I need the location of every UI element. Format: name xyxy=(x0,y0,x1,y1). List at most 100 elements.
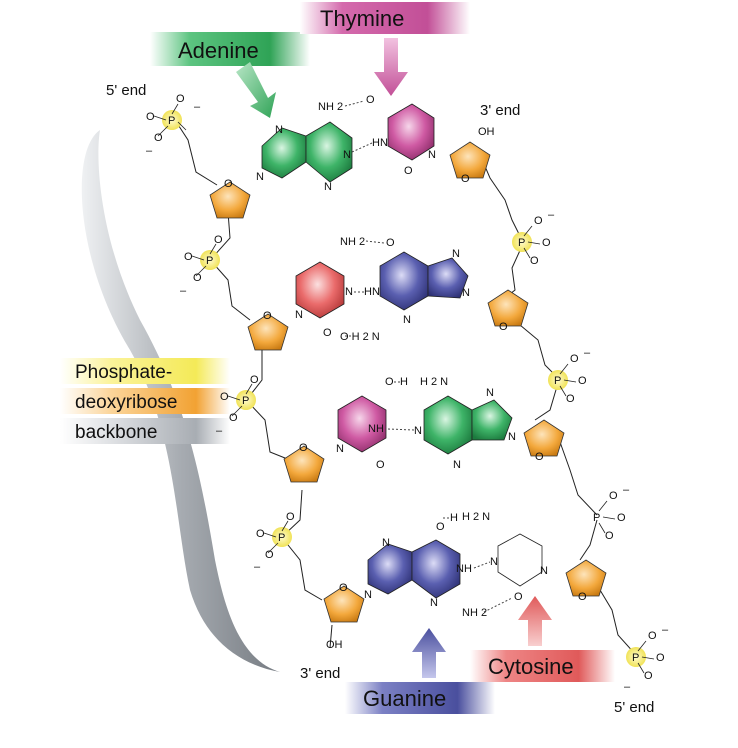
svg-text:–: – xyxy=(548,209,555,221)
phosphate-2: P xyxy=(191,243,220,277)
sugar-5 xyxy=(449,141,491,179)
svg-text:–: – xyxy=(180,285,187,297)
adenine-arrow xyxy=(236,62,276,118)
svg-text:O: O xyxy=(609,490,618,502)
backbone-label-line1: Phosphate- xyxy=(75,362,172,383)
svg-text:–: – xyxy=(623,484,630,496)
svg-text:N: N xyxy=(345,286,353,298)
svg-text:O: O xyxy=(154,132,163,144)
guanine-label: Guanine xyxy=(363,686,446,711)
svg-text:H: H xyxy=(450,512,458,524)
svg-text:O: O xyxy=(578,375,587,387)
svg-text:N: N xyxy=(343,149,351,161)
backbone-label-band-1 xyxy=(60,358,230,384)
svg-text:O: O xyxy=(570,353,579,365)
svg-text:O: O xyxy=(229,412,238,424)
svg-text:O: O xyxy=(530,255,539,267)
thymine-label: Thymine xyxy=(320,6,404,31)
sugar-4 xyxy=(323,585,365,623)
sugar-o-2: O xyxy=(263,310,272,322)
svg-text:NH 2: NH 2 xyxy=(340,236,365,248)
svg-text:N: N xyxy=(428,149,436,161)
svg-text:O: O xyxy=(514,591,523,603)
svg-text:H: H xyxy=(400,376,408,388)
sugar-o-3: O xyxy=(299,442,308,454)
svg-text:N: N xyxy=(336,443,344,455)
phosphate-8: P xyxy=(626,640,655,674)
cytosine-arrow xyxy=(518,596,552,646)
sugar-o-8: O xyxy=(578,591,587,603)
svg-text:P: P xyxy=(632,652,639,664)
cytosine-label-bg xyxy=(470,650,615,682)
svg-text:P: P xyxy=(206,255,213,267)
svg-text:N: N xyxy=(414,425,422,437)
svg-text:O: O xyxy=(648,630,657,642)
phosphate-1: P xyxy=(153,103,187,137)
svg-text:O: O xyxy=(220,391,229,403)
adenine-2 xyxy=(423,395,513,455)
svg-text:NH: NH xyxy=(456,563,472,575)
svg-text:O: O xyxy=(323,327,332,339)
sugar-3 xyxy=(283,445,325,483)
end-label-bottom-left: 3' end xyxy=(300,665,340,682)
svg-text:O: O xyxy=(184,251,193,263)
svg-text:O: O xyxy=(436,521,445,533)
svg-text:O: O xyxy=(542,237,551,249)
guanine-arrow xyxy=(412,628,446,678)
sugar-oh-top: OH xyxy=(478,126,495,138)
svg-text:–: – xyxy=(194,101,201,113)
svg-text:O: O xyxy=(256,528,265,540)
svg-text:N: N xyxy=(382,537,390,549)
svg-text:P: P xyxy=(518,237,525,249)
sugar-o-6: O xyxy=(499,321,508,333)
svg-text:O: O xyxy=(265,549,274,561)
svg-text:–: – xyxy=(216,425,223,437)
svg-text:P: P xyxy=(278,532,285,544)
svg-text:O: O xyxy=(366,94,375,106)
thymine-2 xyxy=(337,395,387,453)
svg-text:O: O xyxy=(534,215,543,227)
thymine-arrow xyxy=(374,38,408,96)
svg-text:HN: HN xyxy=(364,286,380,298)
guanine-2 xyxy=(367,539,461,599)
svg-text:N: N xyxy=(486,387,494,399)
sugar-oxygens: O O O O O O O O OH OH xyxy=(224,126,587,651)
svg-text:O: O xyxy=(656,652,665,664)
svg-text:N: N xyxy=(364,589,372,601)
svg-text:P: P xyxy=(242,395,249,407)
svg-text:N: N xyxy=(490,556,498,568)
svg-text:O: O xyxy=(286,511,295,523)
sugar-o-7: O xyxy=(535,451,544,463)
svg-text:–: – xyxy=(662,624,669,636)
svg-text:O: O xyxy=(250,374,259,386)
svg-text:N: N xyxy=(452,248,460,260)
adenine-label-bg xyxy=(150,32,310,66)
svg-text:O H 2 N: O H 2 N xyxy=(340,331,380,343)
backbone-label-band-2 xyxy=(60,388,230,414)
svg-text:O: O xyxy=(386,237,395,249)
svg-text:N: N xyxy=(430,597,438,609)
thymine-label-bg xyxy=(300,2,470,34)
phosphate-3: P xyxy=(227,383,256,417)
cytosine-label: Cytosine xyxy=(488,654,574,679)
sugar-8 xyxy=(565,559,607,597)
sugar-rings xyxy=(209,141,607,623)
adenine-label: Adenine xyxy=(178,38,259,63)
svg-text:–: – xyxy=(584,347,591,359)
guanine-label-bg xyxy=(345,682,495,714)
svg-text:–: – xyxy=(624,681,631,693)
sugar-2 xyxy=(247,313,289,351)
sugar-6 xyxy=(487,289,529,327)
svg-text:N: N xyxy=(275,124,283,136)
svg-text:P: P xyxy=(168,115,175,127)
phosphate-4: P xyxy=(263,520,292,554)
svg-text:O: O xyxy=(193,272,202,284)
svg-text:O: O xyxy=(617,512,626,524)
cytosine-2 xyxy=(497,533,543,587)
svg-text:N: N xyxy=(540,565,548,577)
end-label-top-right: 3' end xyxy=(480,102,520,119)
svg-text:N: N xyxy=(462,287,470,299)
svg-text:H 2 N: H 2 N xyxy=(420,376,448,388)
svg-text:N: N xyxy=(453,459,461,471)
guanine-1 xyxy=(379,251,469,311)
